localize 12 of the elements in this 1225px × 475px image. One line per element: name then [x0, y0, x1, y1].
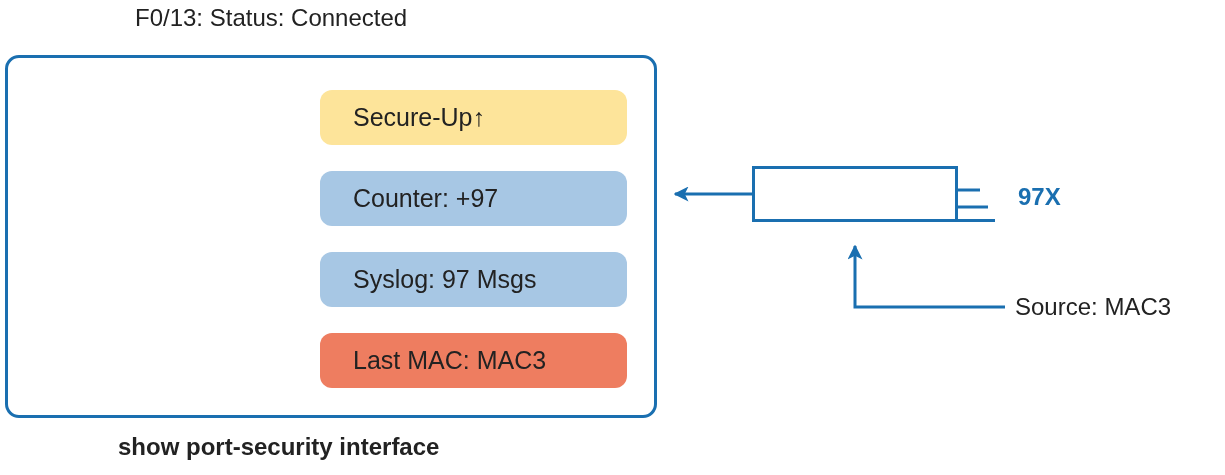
interface-label: show port-security interface	[118, 433, 440, 461]
interface-box	[5, 55, 657, 418]
frame-count-label: 97X	[1018, 183, 1061, 211]
leader-arrow	[847, 244, 1005, 309]
source-label: Source: MAC3	[1015, 290, 1215, 324]
status-label: Counter: +97	[320, 171, 627, 226]
status-label: Last MAC: MAC3	[320, 333, 627, 388]
status-heading: F0/13: Status: Connected	[135, 4, 408, 32]
frame-box	[752, 166, 958, 222]
arrow	[673, 186, 752, 202]
status-label: Syslog: 97 Msgs	[320, 252, 627, 307]
status-label: Secure-Up↑	[320, 90, 627, 145]
